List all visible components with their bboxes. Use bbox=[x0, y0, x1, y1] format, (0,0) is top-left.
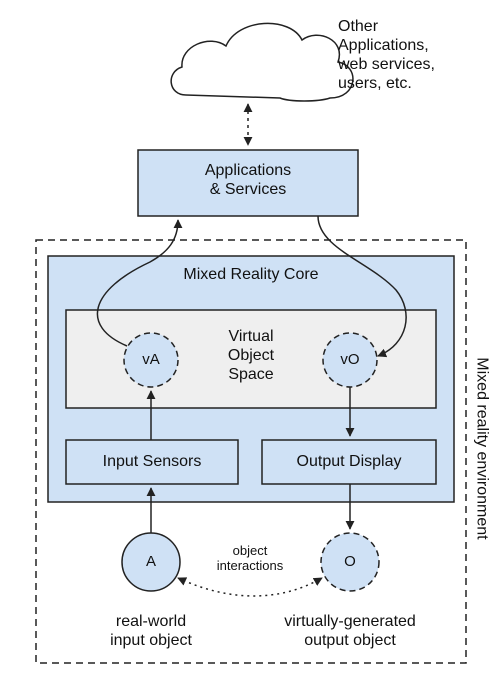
virtual-object-caption: virtually-generated output object bbox=[284, 613, 416, 649]
mixed-reality-environment-boundary bbox=[35, 239, 467, 664]
virtual-object-node bbox=[320, 532, 380, 592]
va-node bbox=[123, 332, 179, 388]
virtual-object-node-label: O bbox=[344, 553, 356, 570]
real-object-caption: real-world input object bbox=[110, 613, 192, 649]
virtual-object-space-label: Virtual Object Space bbox=[227, 328, 275, 383]
input-sensors-box bbox=[65, 439, 239, 485]
input-sensors-label: Input Sensors bbox=[102, 453, 202, 470]
environment-label: Mixed reality environment bbox=[473, 357, 491, 540]
vo-label: vO bbox=[340, 351, 360, 368]
apps-to-vo-arrow bbox=[317, 215, 407, 358]
va-label: vA bbox=[142, 351, 160, 368]
output-display-label: Output Display bbox=[296, 453, 402, 470]
real-object-node-label: A bbox=[145, 553, 156, 570]
va-to-apps-arrow bbox=[96, 219, 183, 347]
object-interactions-label: object interactions bbox=[216, 543, 284, 574]
cloud-label: Other Applications, web services, users,… bbox=[338, 18, 435, 92]
mixed-reality-core-label: Mixed Reality Core bbox=[183, 266, 319, 283]
output-display-box bbox=[261, 439, 437, 485]
applications-services-box bbox=[137, 149, 359, 217]
cloud-shape bbox=[170, 22, 354, 102]
applications-services-label: Applications & Services bbox=[204, 162, 292, 198]
object-interactions-connector bbox=[177, 577, 323, 597]
